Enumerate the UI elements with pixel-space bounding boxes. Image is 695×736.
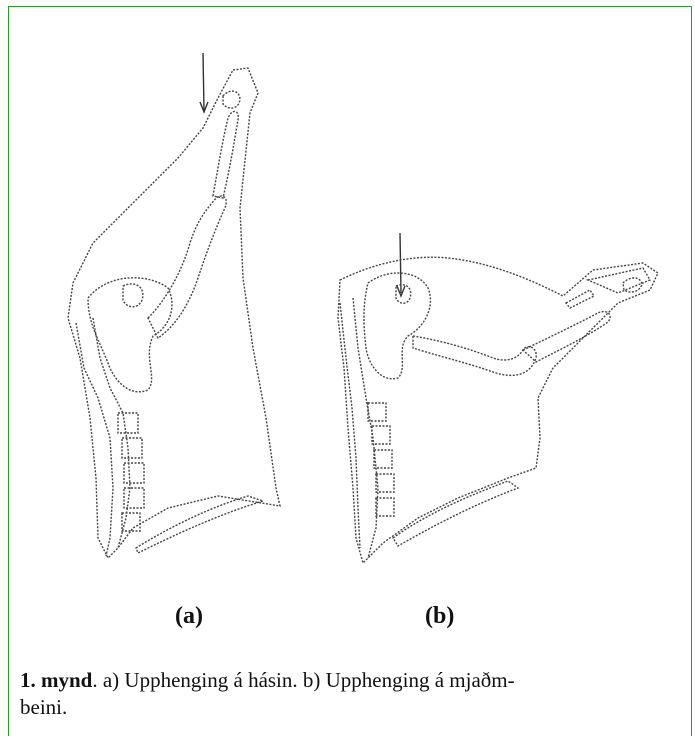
carcass-a-drawing [68, 53, 280, 558]
carcass-illustration [18, 18, 678, 608]
figure-caption: 1. mynd. a) Upphenging á hásin. b) Upphe… [20, 667, 672, 721]
carcass-b-drawing [338, 233, 658, 563]
caption-number: 1. mynd [20, 668, 92, 692]
caption-text-line1: . a) Upphenging á hásin. b) Upphenging á… [92, 668, 514, 692]
panel-b-label: (b) [425, 603, 454, 630]
caption-text-line2: beini. [20, 695, 67, 719]
panel-a-label: (a) [175, 603, 203, 630]
